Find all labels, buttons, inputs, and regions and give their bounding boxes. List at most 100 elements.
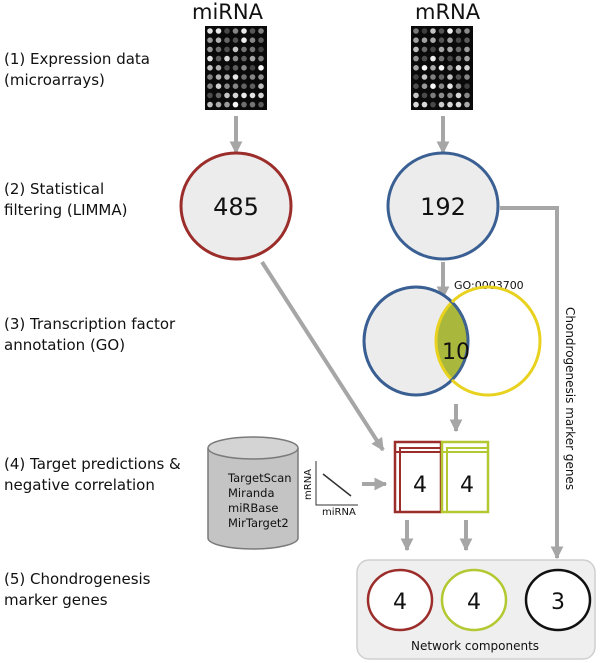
microarray-spot [413, 28, 419, 34]
microarray-spot [421, 46, 428, 53]
microarray-spot [224, 37, 230, 43]
arrow-mrna-to-marker-genes [500, 206, 564, 560]
microarray-spot [430, 46, 436, 53]
microarray-spot [413, 65, 419, 71]
microarray-spot [430, 83, 436, 89]
step-4-line1: (4) Target predictions & [4, 455, 181, 473]
microarray-spot [464, 83, 470, 89]
microarray-spot [241, 74, 247, 80]
microarray-spot [224, 83, 230, 89]
microarray-spot [241, 92, 247, 99]
microarray-spot [258, 74, 264, 80]
correlation-y-axis-label: mRNA [303, 469, 314, 500]
microarray-spot [207, 46, 213, 53]
microarray-spot [447, 101, 453, 108]
database-targetscan: TargetScan [227, 471, 292, 485]
microarray-spot [430, 65, 436, 71]
microarray-spot [207, 55, 213, 62]
microarray-spot [258, 83, 264, 89]
microarray-spot [241, 55, 247, 62]
microarray-spot [430, 28, 436, 34]
microarray-spot [258, 101, 264, 108]
microarray-spot [413, 101, 419, 108]
microarray-spot [241, 46, 247, 53]
microarray-spot [232, 74, 239, 80]
microarray-spot [464, 65, 470, 71]
microarray-spot [413, 92, 419, 99]
microarray-spot [464, 101, 470, 108]
microarray-spot [215, 55, 222, 62]
step-5-label: (5) Chondrogenesis marker genes [4, 569, 151, 611]
microarray-spot [430, 92, 436, 99]
mrna-column-header: mRNA [415, 0, 481, 24]
microarray-spot [421, 83, 428, 89]
network-mirna-circle [366, 568, 434, 632]
microarray-spot [438, 37, 445, 43]
microarray-spot [413, 55, 419, 62]
microarray-spot [421, 92, 428, 99]
microarray-spot [258, 92, 264, 99]
database-cylinder [207, 436, 299, 550]
microarray-spot [464, 37, 470, 43]
microarray-spot [455, 55, 462, 62]
microarray-spot [249, 37, 256, 43]
microarray-spot [430, 55, 436, 62]
microarray-spot [455, 65, 462, 71]
microarray-spot [447, 37, 453, 43]
microarray-spot [438, 28, 445, 34]
mirna-filtered-circle [179, 151, 293, 261]
microarray-spot [232, 28, 239, 34]
microarray-spot [464, 28, 470, 34]
microarray-spot [207, 74, 213, 80]
step-4-label: (4) Target predictions & negative correl… [4, 454, 181, 496]
microarray-spot [258, 46, 264, 53]
network-mirna-count: 4 [393, 590, 407, 615]
network-marker-count: 3 [551, 590, 565, 615]
step-2-line1: (2) Statistical [4, 180, 105, 198]
microarray-spot [447, 83, 453, 89]
microarray-spot [430, 74, 436, 80]
microarray-spot [413, 46, 419, 53]
microarray-spot [249, 55, 256, 62]
microarray-spot [455, 83, 462, 89]
microarray-spot [241, 28, 247, 34]
step-3-line1: (3) Transcription factor [4, 315, 176, 333]
microarray-spot [232, 46, 239, 53]
microarray-spot [249, 28, 256, 34]
step-5-line1: (5) Chondrogenesis [4, 570, 151, 588]
step-1-line2: (microarrays) [4, 71, 105, 89]
microarray-spot [464, 92, 470, 99]
microarray-spot [207, 83, 213, 89]
step-1-line1: (1) Expression data [4, 50, 150, 68]
step-1-label: (1) Expression data (microarrays) [4, 49, 150, 91]
microarray-spot [438, 46, 445, 53]
microarray-spot [447, 92, 453, 99]
microarray-spot [232, 65, 239, 71]
microarray-spot [232, 37, 239, 43]
microarray-spot [455, 46, 462, 53]
database-mirtarget2: MirTarget2 [228, 516, 289, 530]
tf-set-ellipse [434, 285, 542, 397]
microarray-spot [241, 101, 247, 108]
microarray-spot [207, 101, 213, 108]
microarray-spot [455, 92, 462, 99]
microarray-spot [421, 28, 428, 34]
microarray-spot [215, 101, 222, 108]
database-mirbase: miRBase [228, 501, 278, 515]
microarray-spot [224, 46, 230, 53]
microarray-spot [249, 74, 256, 80]
microarray-spot [421, 65, 428, 71]
microarray-spot [413, 37, 419, 43]
microarray-spot [215, 37, 222, 43]
mirna-microarray-image [205, 26, 267, 110]
microarray-spot [224, 65, 230, 71]
tf-overlap-count: 10 [442, 340, 470, 365]
network-mrna-count: 4 [467, 590, 481, 615]
microarray-spot [464, 46, 470, 53]
microarray-spot [224, 74, 230, 80]
microarray-spot [438, 92, 445, 99]
microarray-spot [421, 55, 428, 62]
microarray-spot [447, 28, 453, 34]
